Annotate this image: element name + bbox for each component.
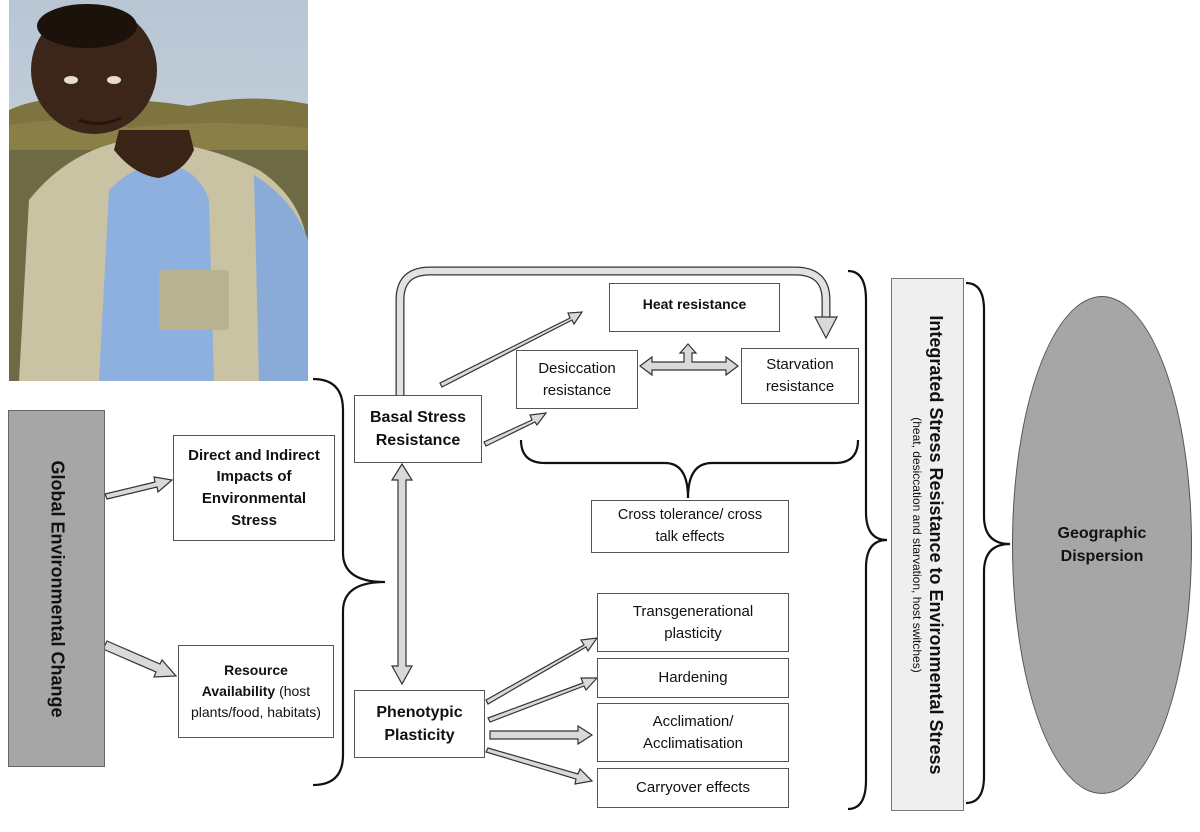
arrow-phenotypic-to-transgenerational — [485, 637, 599, 705]
phenotypic-plasticity-box: Phenotypic Plasticity — [354, 690, 485, 758]
direct-indirect-impacts-label: Direct and Indirect Impacts of Environme… — [188, 446, 320, 529]
resource-availability-detail: (host plants/food, habitats) — [191, 683, 321, 720]
hardening-box: Hardening — [597, 658, 789, 698]
desiccation-resistance-box: Desiccation resistance — [516, 350, 638, 409]
arrow-basal-to-desiccation — [483, 412, 548, 447]
brace-integrated-left — [847, 269, 888, 811]
arrow-basal-loop — [395, 266, 838, 395]
resource-availability-label: Resource Availability — [201, 662, 288, 699]
integrated-stress-resistance-box: Integrated Stress Resistance to Environm… — [891, 278, 964, 811]
cross-tolerance-box: Cross tolerance/ cross talk effects — [591, 500, 789, 553]
arrow-phenotypic-to-acclimation — [489, 724, 594, 746]
acclimation-box: Acclimation/ Acclimatisation — [597, 703, 789, 762]
acclimation-label: Acclimation/ Acclimatisation — [642, 712, 744, 752]
geographic-dispersion-ellipse: Geographic Dispersion — [1012, 296, 1192, 794]
transgenerational-plasticity-box: Transgenerational plasticity — [597, 593, 789, 652]
integrated-stress-resistance-text: Integrated Stress Resistance to Environm… — [909, 315, 947, 774]
transgenerational-plasticity-label: Transgenerational plasticity — [632, 602, 754, 642]
basal-stress-resistance-label: Basal Stress Resistance — [369, 408, 467, 449]
arrow-basal-to-heat — [439, 311, 584, 388]
starvation-resistance-label: Starvation resistance — [765, 356, 835, 395]
person-photo — [9, 0, 308, 381]
cross-tolerance-label: Cross tolerance/ cross talk effects — [617, 507, 763, 545]
integrated-stress-resistance-title: Integrated Stress Resistance to Environm… — [925, 314, 946, 775]
basal-stress-resistance-box: Basal Stress Resistance — [354, 395, 482, 463]
brace-cross — [519, 439, 860, 499]
heat-resistance-label: Heat resistance — [642, 296, 747, 312]
arrow-desiccation-starvation — [639, 343, 739, 377]
brace-integrated-right — [965, 281, 1011, 805]
resource-availability-box: Resource Availability (host plants/food,… — [178, 645, 334, 738]
arrow-global-to-impacts — [104, 476, 174, 500]
carryover-effects-box: Carryover effects — [597, 768, 789, 808]
hardening-label: Hardening — [658, 669, 728, 687]
phenotypic-plasticity-label: Phenotypic Plasticity — [376, 703, 463, 744]
brace-left — [312, 377, 386, 787]
integrated-stress-resistance-subtitle: (heat, desiccation and starvation, host … — [909, 416, 924, 673]
arrow-phenotypic-to-carryover — [485, 747, 594, 785]
starvation-resistance-box: Starvation resistance — [741, 348, 859, 404]
global-environmental-change-box: Global Environmental Change — [8, 410, 105, 767]
direct-indirect-impacts-box: Direct and Indirect Impacts of Environme… — [173, 435, 335, 541]
heat-resistance-box: Heat resistance — [609, 283, 780, 332]
resource-availability-text: Resource Availability (host plants/food,… — [189, 660, 323, 723]
carryover-effects-label: Carryover effects — [636, 779, 750, 797]
arrow-basal-phenotypic — [390, 462, 414, 686]
arrow-global-to-resource — [102, 640, 178, 678]
global-environmental-change-label: Global Environmental Change — [47, 459, 67, 718]
arrow-phenotypic-to-hardening — [487, 677, 599, 723]
geographic-dispersion-label: Geographic Dispersion — [1057, 524, 1147, 565]
desiccation-resistance-label: Desiccation resistance — [538, 359, 616, 399]
